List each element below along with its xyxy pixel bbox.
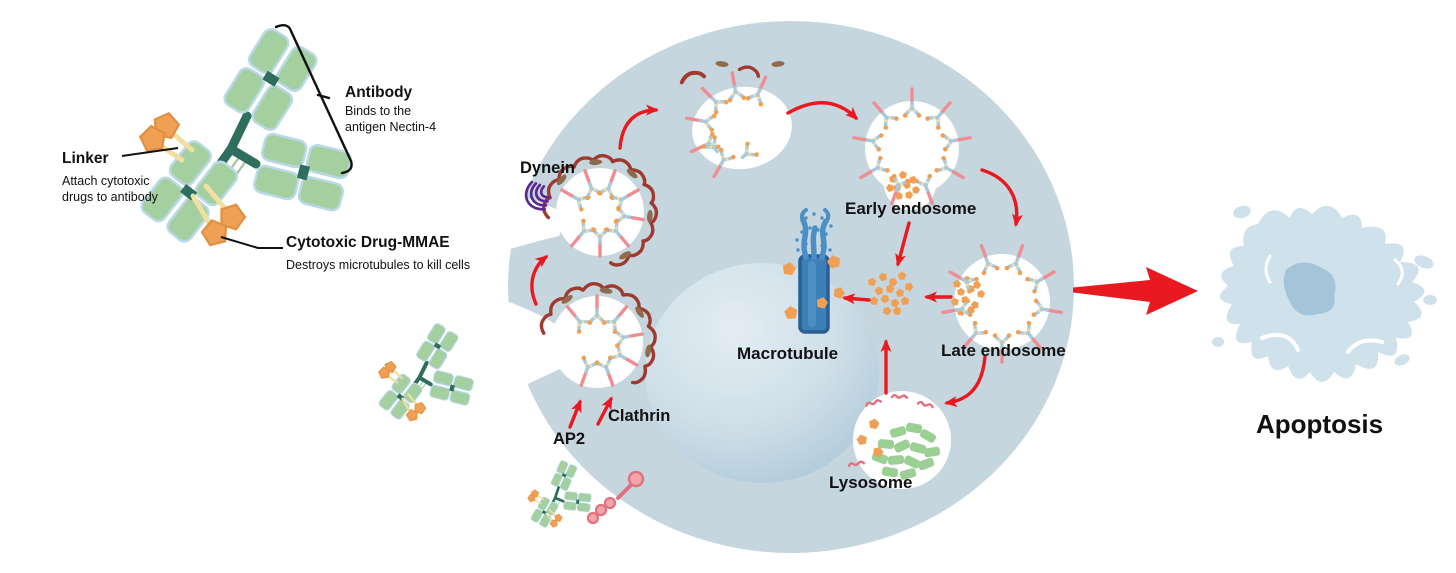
label-clathrin: Clathrin <box>608 407 670 425</box>
flow-arrow <box>530 255 549 306</box>
label-antibody-title: Antibody <box>345 84 413 101</box>
label-macrotubule: Macrotubule <box>737 344 838 363</box>
label-apoptosis: Apoptosis <box>1256 409 1383 439</box>
coated-pit-lumen <box>551 296 643 388</box>
adc-large <box>138 26 352 246</box>
label-linker-title: Linker <box>62 150 109 167</box>
label-lysosome: Lysosome <box>829 473 912 492</box>
drug-pointer-line <box>220 236 283 249</box>
coated-vesicle-lumen <box>556 168 644 256</box>
label-linker-desc2: drugs to antibody <box>62 190 159 204</box>
flow-arrow <box>568 399 582 429</box>
flow-arrow <box>786 101 859 121</box>
flow-arrow <box>596 396 613 426</box>
flow-arrow <box>980 168 1023 227</box>
microtubule <box>781 208 847 334</box>
endocytic-neck-lower <box>498 298 572 398</box>
dynein-motor <box>524 180 551 211</box>
label-antibody-desc2: antigen Nectin-4 <box>345 120 436 134</box>
label-drug-desc: Destroys microtubules to kill cells <box>286 258 470 272</box>
apoptotic-blebs <box>1212 205 1437 366</box>
adc-structure-legend: Antibody Binds to the antigen Nectin-4 L… <box>62 25 470 272</box>
apoptosis-arrow <box>1073 267 1198 315</box>
endocytic-neck-upper <box>500 190 568 252</box>
label-linker-desc1: Attach cytotoxic <box>62 174 150 188</box>
label-ap2: AP2 <box>553 430 585 448</box>
label-antibody-desc1: Binds to the <box>345 104 411 118</box>
flow-arrow <box>944 355 987 408</box>
flow-arrow <box>842 293 871 305</box>
flow-arrows <box>530 101 1023 429</box>
label-late-endosome: Late endosome <box>941 341 1066 360</box>
linker-pointer-line <box>121 147 179 157</box>
label-dynein: Dynein <box>520 159 575 177</box>
label-drug-title: Cytotoxic Drug-MMAE <box>286 234 450 251</box>
flow-arrow <box>618 104 659 150</box>
nectin4-receptor <box>586 470 645 525</box>
antibody-bracket <box>274 24 353 175</box>
adc-medium <box>378 322 474 421</box>
label-early-endosome: Early endosome <box>845 199 976 218</box>
nucleus <box>645 263 879 483</box>
apoptotic-cell: Apoptosis <box>1212 205 1437 439</box>
apoptotic-nucleus <box>1283 262 1336 316</box>
flow-arrow <box>895 221 911 267</box>
tumor-cell: Dynein Early endosome Late endosome Macr… <box>498 21 1074 553</box>
